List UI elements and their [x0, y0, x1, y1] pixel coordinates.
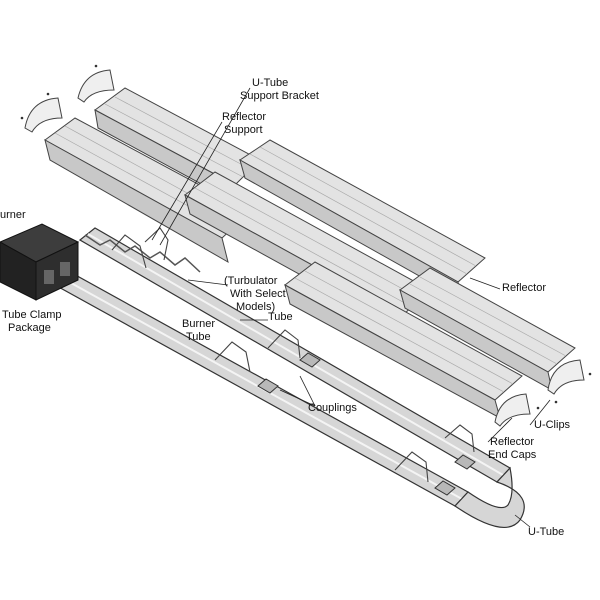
label-tube-clamp-package-2: Package	[8, 322, 51, 334]
label-reflector-end-caps-2: End Caps	[488, 449, 537, 461]
label-u-clips: U-Clips	[534, 419, 571, 431]
support-brackets	[111, 227, 475, 483]
couplings	[257, 352, 476, 496]
label-reflector-support-2: Support	[224, 124, 263, 136]
label-u-tube-support-bracket-1: U-Tube	[252, 77, 288, 89]
label-u-tube: U-Tube	[528, 526, 564, 538]
label-burner: urner	[0, 209, 26, 221]
label-couplings: Couplings	[308, 402, 357, 414]
reflector-end-cap-right	[494, 359, 592, 427]
label-reflector: Reflector	[502, 282, 546, 294]
label-tube: Tube	[268, 311, 293, 323]
label-tube-clamp-package-1: Tube Clamp	[2, 309, 62, 321]
leader-lines	[151, 87, 551, 528]
reflector-end-cap-top-left	[20, 64, 115, 133]
label-reflector-support-1: Reflector	[222, 111, 266, 123]
label-turbulator-2: With Select	[230, 288, 286, 300]
burner-box	[0, 223, 80, 301]
label-burner-tube-2: Tube	[186, 331, 211, 343]
label-turbulator-3: Models)	[236, 301, 275, 313]
turbulator	[84, 234, 201, 273]
label-burner-tube-1: Burner	[182, 318, 215, 330]
label-u-tube-support-bracket-2: Support Bracket	[240, 90, 319, 102]
label-turbulator-1: (Turbulator	[224, 275, 278, 287]
reflector-back-middle	[239, 139, 486, 301]
reflector-back-right	[399, 267, 576, 391]
label-reflector-end-caps-1: Reflector	[490, 436, 534, 448]
u-tube	[454, 466, 525, 528]
